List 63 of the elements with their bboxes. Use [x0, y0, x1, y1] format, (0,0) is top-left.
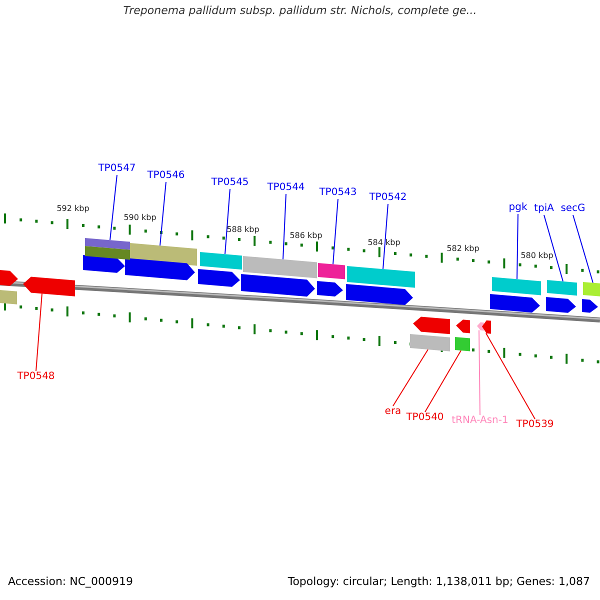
gene-block: [83, 255, 125, 273]
feature-bar: [243, 256, 317, 278]
feature-bar: [583, 282, 600, 296]
gene-label: TP0544: [267, 182, 305, 194]
feature-bar: [410, 334, 450, 352]
scale-label: 580 kbp: [520, 250, 554, 262]
leader-line: [332, 198, 338, 265]
gene-block: [582, 299, 598, 313]
feature-bar: [130, 243, 197, 266]
gene-block: [0, 270, 18, 286]
footer-text: Accession: NC_000919: [8, 576, 134, 588]
scale-label: 584 kbp: [368, 237, 400, 249]
feature-bar: [492, 277, 541, 296]
gene-label: TP0540: [406, 412, 444, 424]
gene-block: [317, 281, 343, 296]
gene-block: [546, 297, 576, 313]
feature-bar: [455, 337, 470, 352]
leader-line: [224, 188, 230, 255]
leader-line: [544, 214, 564, 282]
gene-label: TP0539: [516, 419, 554, 431]
gene-label: TP0547: [98, 163, 136, 175]
leader-line: [424, 350, 462, 412]
scale-label: 592 kbp: [56, 203, 90, 215]
gene-label: TP0542: [369, 192, 407, 204]
gene-block: [23, 276, 75, 296]
scale-label: 586 kbp: [290, 230, 322, 242]
scale-label: 590 kbp: [124, 212, 156, 224]
leader-line: [36, 293, 42, 372]
feature-bar: [347, 266, 415, 288]
feature-bar: [85, 238, 130, 250]
gene-block: [198, 269, 240, 287]
gene-block: [413, 316, 450, 334]
footer-text: Topology: circular; Length: 1,138,011 bp; Genes: 1,087: [288, 576, 590, 588]
feature-bar: [0, 290, 17, 304]
gene-label: era: [384, 406, 402, 418]
gene-block: [346, 284, 413, 305]
gene-block: [490, 294, 540, 313]
leader-line: [572, 214, 594, 284]
feature-bar: [200, 252, 242, 270]
gene-label: TP0546: [147, 170, 185, 182]
leader-line: [282, 194, 286, 260]
gene-block: [482, 320, 491, 334]
scale-label: 582 kbp: [446, 243, 480, 255]
feature-bar: [318, 263, 345, 280]
gene-label: tpiA: [534, 203, 554, 215]
leader-line: [516, 214, 518, 280]
leader-line: [110, 174, 118, 241]
title: Treponema pallidum subsp. pallidum str. Nichols, complete ge...: [123, 5, 477, 17]
leader-line: [478, 330, 480, 416]
scale-label: 588 kbp: [226, 224, 260, 236]
leader-line: [160, 182, 166, 246]
gene-label: secG: [560, 203, 586, 215]
gene-label: pgk: [508, 202, 528, 214]
gene-label: TP0545: [211, 177, 249, 189]
gene-label: TP0548: [17, 371, 55, 383]
feature-bar: [547, 280, 577, 296]
gene-block: [456, 320, 470, 334]
leader-line: [382, 204, 388, 270]
leader-line: [392, 349, 428, 406]
leader-line: [486, 332, 536, 420]
feature-bar: [85, 246, 130, 260]
gene-label: TP0543: [319, 187, 357, 199]
gene-label: tRNA-Asn-1: [452, 415, 508, 427]
